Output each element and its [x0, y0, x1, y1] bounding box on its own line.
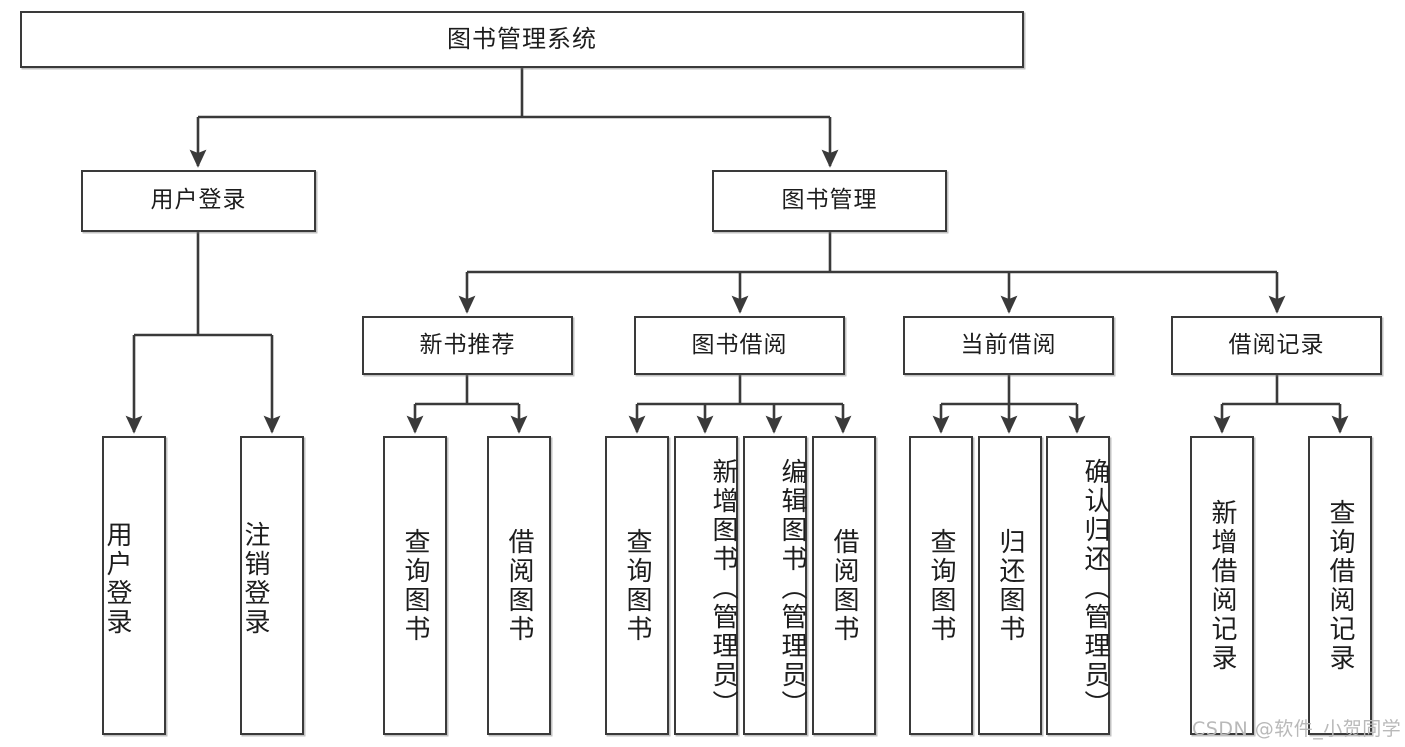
leaf-edit-book-admin[interactable]: 编辑图书（管理员） — [743, 436, 807, 735]
node-book-management[interactable]: 图书管理 — [712, 170, 947, 232]
node-root-label: 图书管理系统 — [447, 25, 597, 54]
leaf-logout-label: 注销登录 — [240, 520, 270, 637]
csdn-watermark: CSDN @软件_小贺同学 — [1192, 718, 1402, 740]
node-current-borrow-label: 当前借阅 — [960, 331, 1057, 358]
leaf-add-book-admin[interactable]: 新增图书（管理员） — [674, 436, 738, 735]
leaf-query-book-current-label: 查询图书 — [926, 527, 956, 644]
node-new-book-recommend[interactable]: 新书推荐 — [362, 316, 573, 375]
node-current-borrow[interactable]: 当前借阅 — [903, 316, 1114, 375]
leaf-query-borrow-record-label: 查询借阅记录 — [1325, 498, 1355, 673]
node-book-management-label: 图书管理 — [781, 187, 878, 214]
leaf-query-book-current[interactable]: 查询图书 — [909, 436, 973, 735]
leaf-query-borrow-record[interactable]: 查询借阅记录 — [1308, 436, 1372, 735]
leaf-logout[interactable]: 注销登录 — [240, 436, 304, 735]
leaf-borrow-book[interactable]: 借阅图书 — [812, 436, 876, 735]
leaf-query-book-new-label: 查询图书 — [400, 527, 430, 644]
leaf-add-borrow-record[interactable]: 新增借阅记录 — [1190, 436, 1254, 735]
node-user-login[interactable]: 用户登录 — [81, 170, 316, 232]
node-book-borrow-label: 图书借阅 — [691, 331, 788, 358]
leaf-return-book[interactable]: 归还图书 — [978, 436, 1042, 735]
node-borrow-records[interactable]: 借阅记录 — [1171, 316, 1382, 375]
leaf-query-book-borrow[interactable]: 查询图书 — [605, 436, 669, 735]
leaf-return-book-label: 归还图书 — [995, 527, 1025, 644]
leaf-add-borrow-record-label: 新增借阅记录 — [1207, 498, 1237, 673]
leaf-borrow-book-new[interactable]: 借阅图书 — [487, 436, 551, 735]
leaf-user-login-label: 用户登录 — [102, 520, 132, 637]
leaf-borrow-book-label: 借阅图书 — [829, 527, 859, 644]
node-root[interactable]: 图书管理系统 — [20, 11, 1024, 68]
leaf-user-login[interactable]: 用户登录 — [102, 436, 166, 735]
leaf-confirm-return-admin-label: 确认归还（管理员） — [1080, 458, 1110, 719]
leaf-query-book-new[interactable]: 查询图书 — [383, 436, 447, 735]
node-new-book-recommend-label: 新书推荐 — [419, 331, 516, 358]
leaf-query-book-borrow-label: 查询图书 — [622, 527, 652, 644]
node-book-borrow[interactable]: 图书借阅 — [634, 316, 845, 375]
leaf-edit-book-admin-label: 编辑图书（管理员） — [777, 458, 807, 719]
leaf-confirm-return-admin[interactable]: 确认归还（管理员） — [1046, 436, 1110, 735]
node-user-login-label: 用户登录 — [150, 187, 247, 214]
node-borrow-records-label: 借阅记录 — [1228, 331, 1325, 358]
leaf-add-book-admin-label: 新增图书（管理员） — [708, 458, 738, 719]
leaf-borrow-book-new-label: 借阅图书 — [504, 527, 534, 644]
